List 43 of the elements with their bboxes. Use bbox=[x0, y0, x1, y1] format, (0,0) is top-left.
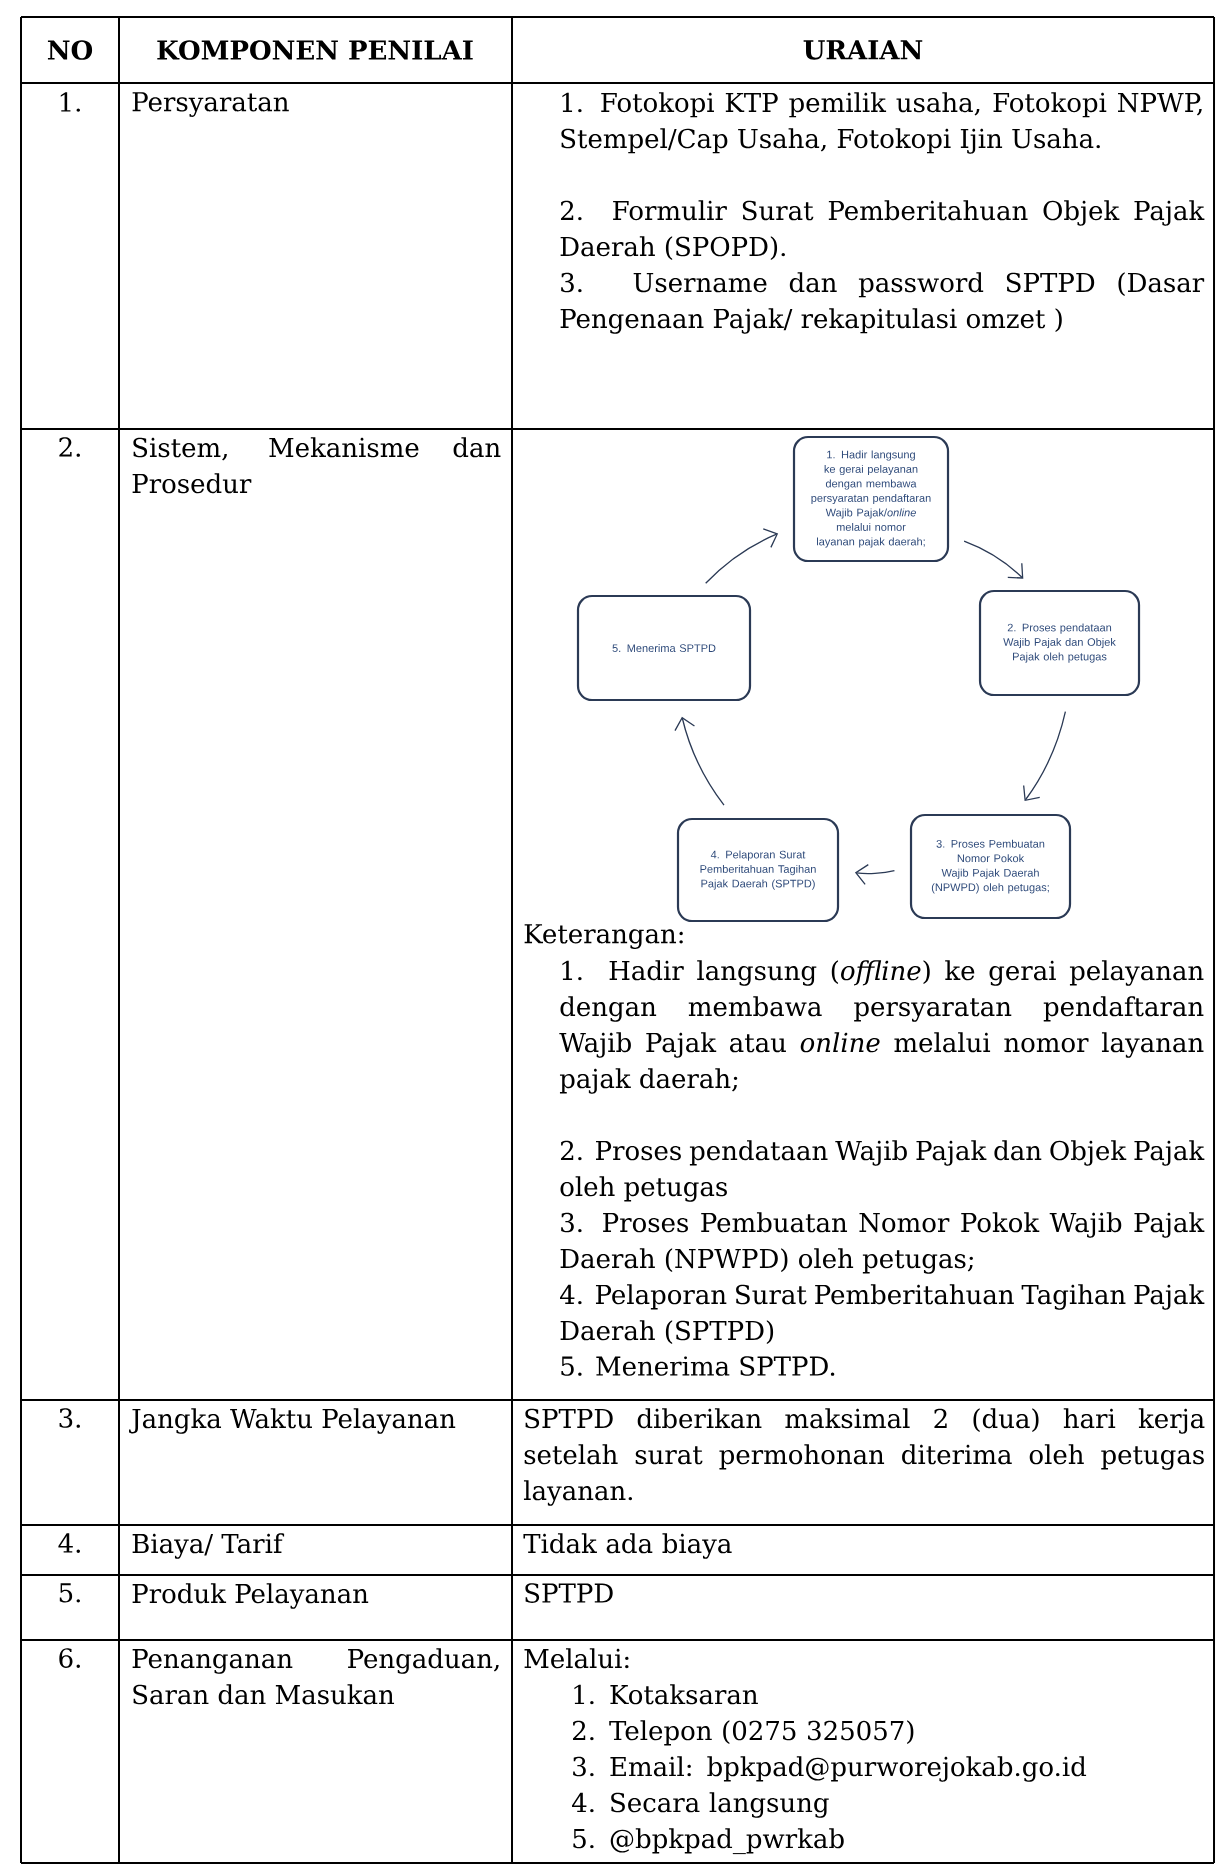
cell-text: Persyaratan bbox=[132, 92, 289, 117]
column-header: URAIAN bbox=[803, 40, 923, 60]
list-item: 4. Secara langsung bbox=[572, 1792, 829, 1818]
cell-text: Melalui: bbox=[524, 1648, 629, 1669]
list-item: 5. @bpkpad_pwrkab bbox=[573, 1828, 844, 1855]
list-item: 2. Proses pendataan Wajib Pajak dan Objek Pajak oleh petugas bbox=[560, 1140, 1205, 1202]
column-header: KOMPONEN PENILAI bbox=[157, 40, 473, 60]
list-item: 3. Proses Pembuatan Nomor Pokok Wajib Pajak Daerah (NPWPD) oleh petugas; bbox=[560, 1212, 1205, 1274]
cell-text: Produk Pelayanan bbox=[132, 1583, 369, 1609]
list-item: 1. Fotokopi KTP pemilik usaha, Fotokopi NPWP, Stempel/Cap Usaha, Fotokopi Ijin Usaha. bbox=[561, 92, 1202, 154]
arrow bbox=[674, 716, 725, 806]
process-box: 3. Proses Pembuatan Nomor Pokok Wajib Pajak Daerah (NPWPD) oleh petugas; bbox=[909, 813, 1072, 920]
cell-text: Tidak ada biaya bbox=[523, 1533, 732, 1559]
list-item: 1. Kotaksaran bbox=[574, 1684, 758, 1705]
row-number: 4. bbox=[58, 1533, 80, 1553]
process-box: 1. Hadir langsung ke gerai pelayanan dengan membawa persyaratan pendaftaran Wajib Pajak/online melalui nomor layanan pajak daerah; bbox=[792, 435, 950, 563]
process-box: 4. Pelaporan Surat Pemberitahuan Tagihan Pajak Daerah (SPTPD) bbox=[676, 817, 840, 923]
list-item: 2. Telepon (0275 325057) bbox=[573, 1720, 914, 1746]
list-item: 3. Username dan password SPTPD (Dasar Pengenaan Pajak/ rekapitulasi omzet ) bbox=[560, 272, 1205, 334]
cell-text: Biaya/ Tarif bbox=[132, 1533, 285, 1559]
arrow bbox=[963, 540, 1024, 579]
row-number: 6. bbox=[59, 1648, 80, 1668]
arrow bbox=[854, 863, 896, 885]
list-item: 5. Menerima SPTPD. bbox=[561, 1356, 835, 1376]
row-number: 1. bbox=[60, 92, 80, 112]
list-item: 3. Email: bpkpad@purworejokab.go.id bbox=[573, 1756, 1087, 1782]
cell-text: Keterangan: bbox=[524, 924, 683, 949]
cell-text: Sistem, Mekanisme dan Prosedur bbox=[132, 437, 501, 494]
cell-text: SPTPD bbox=[525, 1583, 613, 1603]
column-header: NO bbox=[47, 40, 93, 60]
arrow bbox=[1023, 711, 1067, 802]
list-item: 1. Hadir langsung (offline) ke gerai pelayanan dengan membawa persyaratan pendaftaran Wajib Pajak atau online melalui nomor layanan pajak daerah; bbox=[559, 960, 1204, 1094]
list-item: 4. Pelaporan Surat Pemberitahuan Tagihan Pajak Daerah (SPTPD) bbox=[560, 1284, 1205, 1344]
arrow bbox=[705, 528, 779, 584]
row-number: 2. bbox=[59, 437, 80, 457]
list-item: 2. Formulir Surat Pemberitahuan Objek Pajak Daerah (SPOPD). bbox=[560, 200, 1205, 260]
cell-text: Penanganan Pengaduan, Saran dan Masukan bbox=[132, 1648, 499, 1705]
process-box: 2. Proses pendataan Wajib Pajak dan Objek Pajak oleh petugas bbox=[978, 589, 1141, 697]
row-number: 5. bbox=[59, 1583, 80, 1603]
row-number: 3. bbox=[59, 1408, 80, 1428]
cell-text: SPTPD diberikan maksimal 2 (dua) hari kerja setelah surat permohonan diterima oleh petugas layanan. bbox=[523, 1408, 1205, 1506]
process-box: 5. Menerima SPTPD bbox=[576, 594, 752, 702]
cell-text: Jangka Waktu Pelayanan bbox=[129, 1408, 456, 1434]
